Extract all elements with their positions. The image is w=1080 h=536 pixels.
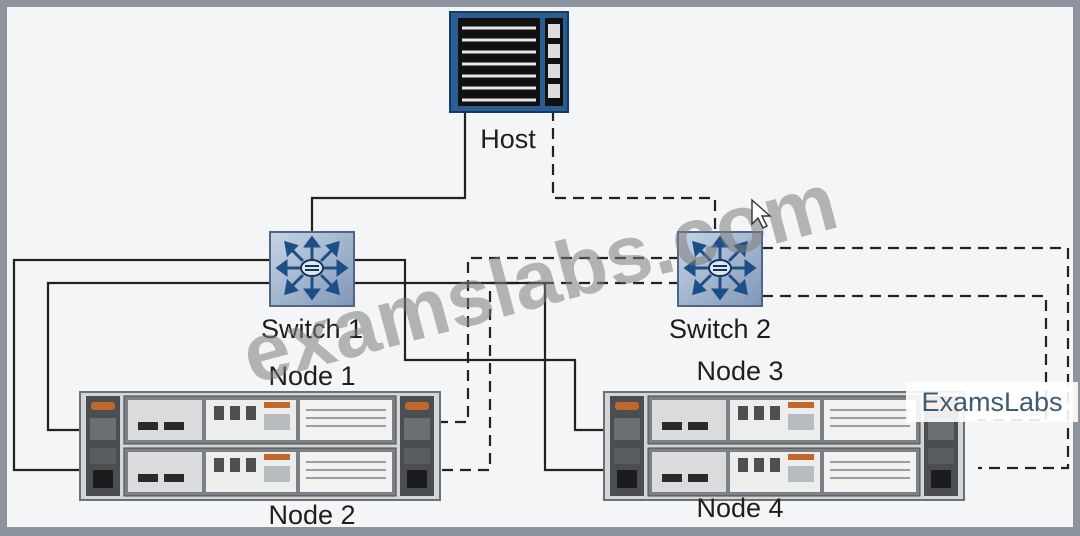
- host-label: Host: [480, 124, 536, 154]
- switch1-to-node3-cable: [352, 258, 610, 432]
- host-to-switch1-cable: [310, 110, 467, 232]
- switch1-label: Switch 1: [261, 314, 363, 344]
- switch1-to-node4-cable: [352, 281, 610, 472]
- host-to-switch2-cable: [551, 110, 717, 232]
- switch2-to-node4-cable: [762, 246, 1070, 470]
- switch2: [677, 231, 763, 307]
- node4-label: Node 4: [696, 493, 783, 523]
- watermark-badge: ExamsLabs: [906, 382, 1078, 422]
- switch2-label: Switch 2: [669, 314, 771, 344]
- switch1-to-node2-cable: [12, 258, 272, 472]
- enclosure-nodes-1-2: [79, 391, 441, 501]
- cursor-icon: [751, 198, 772, 229]
- switch2-to-node1-cable: [440, 256, 680, 424]
- host-server: [449, 11, 569, 113]
- node1-label: Node 1: [268, 361, 355, 391]
- switch1: [269, 231, 355, 307]
- node3-label: Node 3: [696, 356, 783, 386]
- watermark-badge-text: ExamsLabs: [921, 387, 1062, 417]
- solid-cables: [12, 110, 610, 472]
- switch2-to-node2-cable: [440, 281, 680, 472]
- node2-label: Node 2: [268, 500, 355, 530]
- switch1-to-node1-cable: [46, 281, 272, 432]
